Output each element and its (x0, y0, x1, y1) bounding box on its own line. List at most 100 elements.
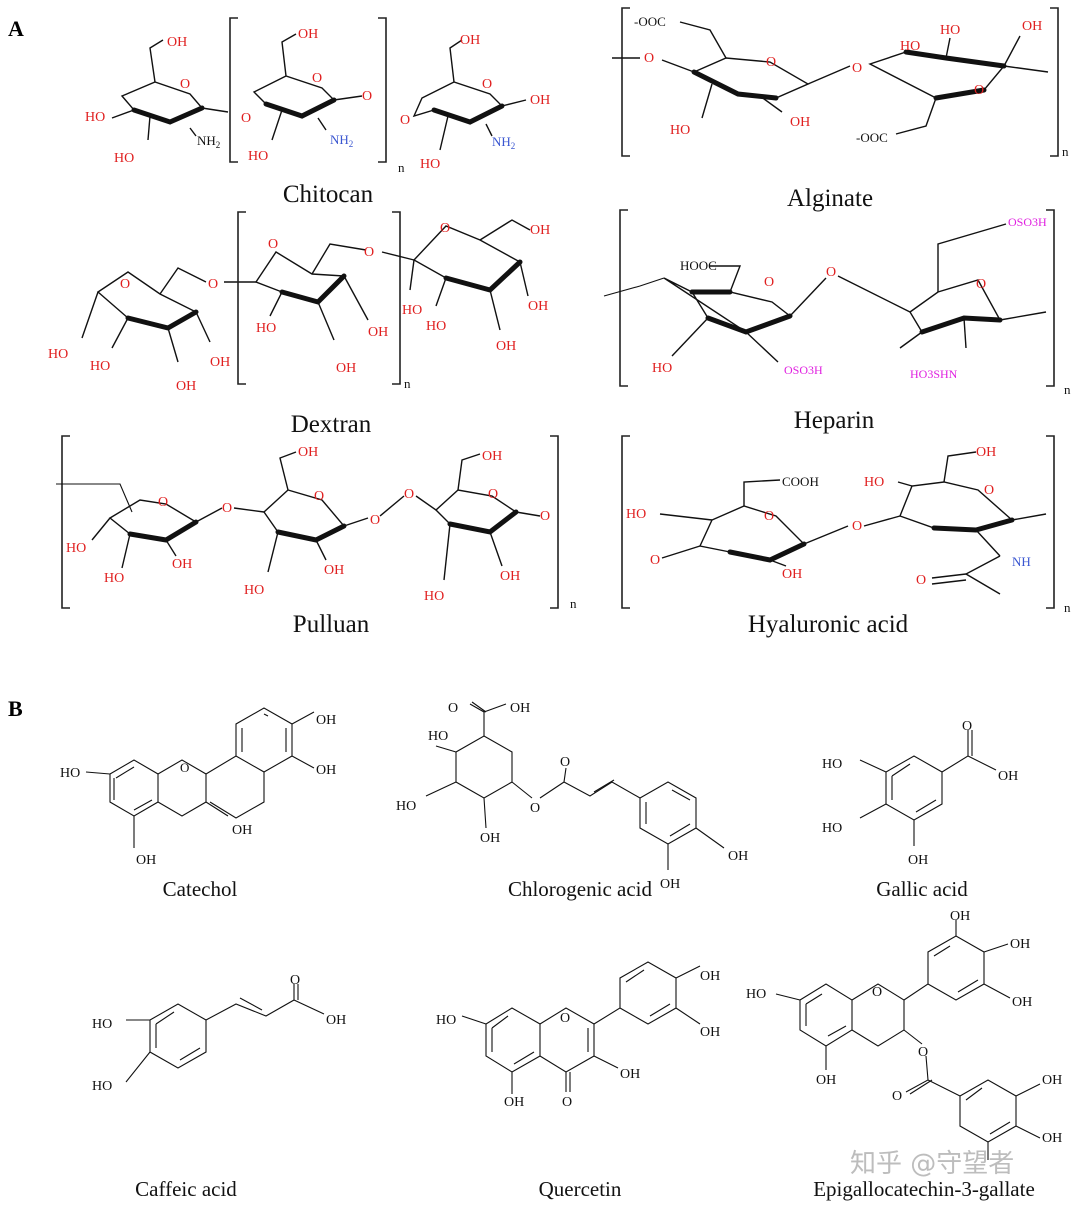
pulluan-link-o: O (222, 501, 232, 516)
dextran-oh: OH (210, 355, 230, 370)
heparin-structure: n HOOC O HO OSO3H O O OSO3H HO3SHN (603, 209, 1071, 397)
heparin-caption: Heparin (794, 407, 875, 434)
dextran-link-o: O (208, 277, 218, 292)
pulluan-ring-o: O (488, 487, 498, 502)
pulluan-n: n (570, 596, 577, 611)
catechol-oh: OH (316, 713, 336, 728)
alginate-n: n (1062, 144, 1069, 159)
egcg-oh: OH (1042, 1073, 1062, 1088)
chitocan-oh: OH (530, 93, 550, 108)
watermark: 知乎 @守望者 (850, 1149, 1014, 1179)
quercetin-caption: Quercetin (539, 1177, 622, 1201)
pulluan-oh: OH (500, 569, 520, 584)
chitocan-ring-o: O (312, 71, 322, 86)
catechol-oh: OH (316, 763, 336, 778)
chitocan-oh: OH (167, 35, 187, 50)
alginate-ring-o: O (974, 83, 984, 98)
quercetin-oh: OH (700, 969, 720, 984)
alginate-ho: HO (670, 123, 690, 138)
egcg-caption: Epigallocatechin-3-gallate (813, 1177, 1035, 1201)
chlorogenic-ho: HO (396, 799, 416, 814)
heparin-ring-o: O (764, 275, 774, 290)
heparin-n: n (1064, 382, 1071, 397)
pulluan-structure: n O HO HO OH O OH O HO OH O O (56, 435, 577, 611)
chlorogenic-oh: OH (660, 877, 680, 892)
chitocan-n: n (398, 160, 405, 175)
alginate-caption: Alginate (787, 185, 873, 212)
alginate-oh: OH (1022, 19, 1042, 34)
pulluan-oh: OH (172, 557, 192, 572)
egcg-oh: OH (1042, 1131, 1062, 1146)
chitocan-link-o: O (241, 111, 251, 126)
pulluan-ho: HO (66, 541, 86, 556)
egcg-structure: O OH OH OH HO OH O O OH OH (746, 909, 1062, 1160)
chitocan-structure: OH O HO HO NH2 O OH O HO NH2 O n O OH O … (85, 17, 550, 175)
pulluan-oh: OH (298, 445, 318, 460)
egcg-oh: OH (1012, 995, 1032, 1010)
dextran-n: n (404, 376, 411, 391)
chlorogenic-carbonyl-o: O (560, 755, 570, 770)
pulluan-link-o: O (540, 509, 550, 524)
chlorogenic-structure: O OH HO HO OH O O OH OH (396, 701, 748, 892)
dextran-oh: OH (368, 325, 388, 340)
chitocan-link-o: O (400, 113, 410, 128)
hyaluronic-oh: OH (782, 567, 802, 582)
quercetin-ho: HO (436, 1013, 456, 1028)
chlorogenic-oh: OH (480, 831, 500, 846)
chitocan-caption: Chitocan (283, 181, 374, 208)
hyaluronic-link-o: O (650, 553, 660, 568)
egcg-ring-o: O (872, 985, 882, 1000)
hyaluronic-ring-o: O (984, 483, 994, 498)
chlorogenic-ester-o: O (530, 801, 540, 816)
alginate-ring-o: O (766, 55, 776, 70)
pulluan-link-o: O (404, 487, 414, 502)
panel-a-label: A (8, 16, 24, 41)
panel-b-label: B (8, 696, 23, 721)
chitocan-ring-o: O (482, 77, 492, 92)
egcg-oh: OH (950, 909, 970, 924)
caffeic-o: O (290, 973, 300, 988)
pulluan-ring-o: O (314, 489, 324, 504)
catechol-ho: HO (60, 766, 80, 781)
hyaluronic-caption: Hyaluronic acid (748, 611, 909, 638)
catechol-structure: O HO OH OH OH OH (60, 707, 336, 868)
catechol-oh: OH (136, 853, 156, 868)
chlorogenic-o: O (448, 701, 458, 716)
heparin-ring-o: O (976, 277, 986, 292)
alginate-link-o: O (644, 51, 654, 66)
quercetin-oh: OH (620, 1067, 640, 1082)
hyaluronic-n: n (1064, 600, 1071, 615)
pulluan-ring-o: O (158, 495, 168, 510)
hyaluronic-structure: n O COOH O HO OH O OH HO O NH O (621, 435, 1071, 615)
dextran-ho: HO (402, 303, 422, 318)
heparin-hooc: HOOC (680, 258, 717, 273)
heparin-oso3h: OSO3H (784, 363, 823, 377)
heparin-ho3shn: HO3SHN (910, 367, 958, 381)
hyaluronic-nh: NH (1012, 554, 1031, 569)
dextran-oh: OH (530, 223, 550, 238)
dextran-ring-o: O (268, 237, 278, 252)
heparin-link-o: O (826, 265, 836, 280)
pulluan-oh: OH (482, 449, 502, 464)
dextran-structure: O O HO HO OH OH n O O HO OH OH O OH HO H (48, 211, 550, 394)
caffeic-oh: OH (326, 1013, 346, 1028)
alginate-structure: n O -OOC O HO OH O HO HO OH O -OOC (612, 7, 1069, 159)
quercetin-oh: OH (504, 1095, 524, 1110)
gallic-oh: OH (908, 853, 928, 868)
hyaluronic-oh: OH (976, 445, 996, 460)
gallic-caption: Gallic acid (876, 877, 968, 901)
dextran-ring-o: O (120, 277, 130, 292)
chlorogenic-ho: HO (428, 729, 448, 744)
gallic-o: O (962, 719, 972, 734)
chitocan-nh2-label: NH2 (197, 133, 220, 150)
chlorogenic-oh: OH (510, 701, 530, 716)
quercetin-ring-o: O (560, 1011, 570, 1026)
hyaluronic-cooh: COOH (782, 474, 819, 489)
chitocan-ring-o: O (180, 77, 190, 92)
dextran-ho: HO (426, 319, 446, 334)
alginate-link-o: O (852, 61, 862, 76)
chitocan-ho: HO (248, 149, 268, 164)
gallic-ho: HO (822, 757, 842, 772)
pulluan-ho: HO (244, 583, 264, 598)
